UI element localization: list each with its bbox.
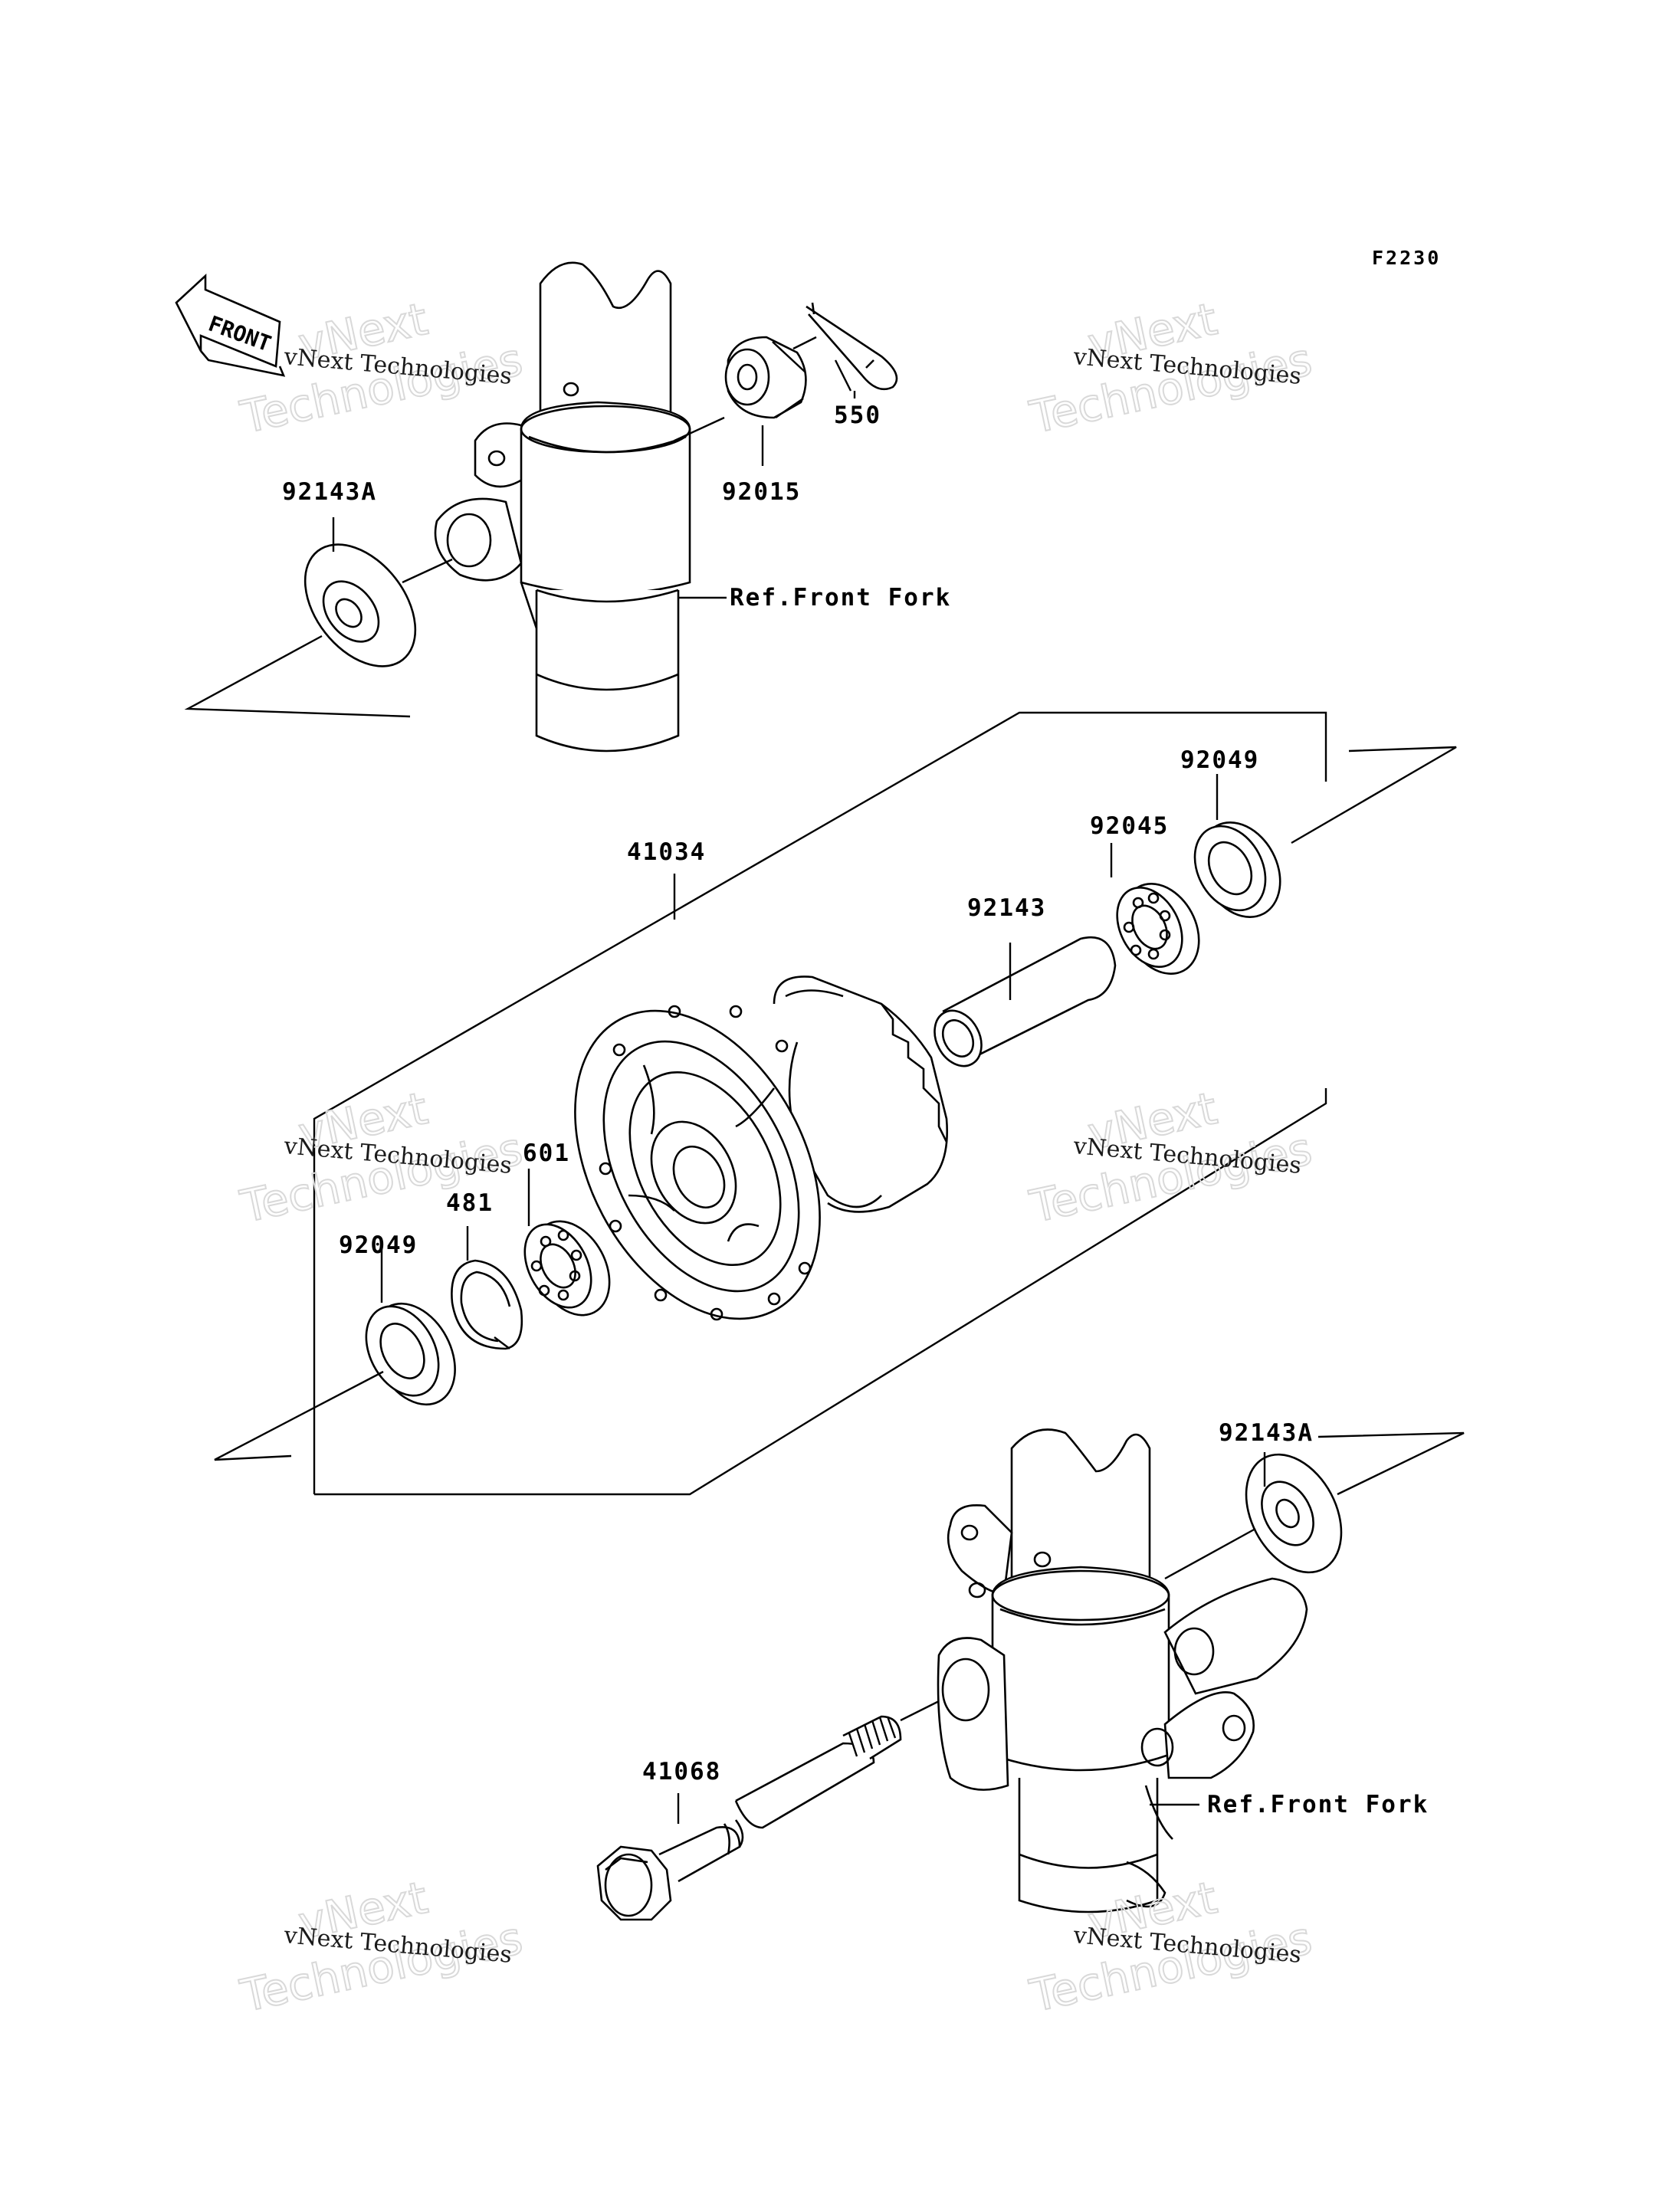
label-481: 481 bbox=[446, 1189, 494, 1217]
watermark-bottom-left: vNext Technologies vNext Technologies bbox=[235, 1871, 528, 2023]
front-fork-upper-drawing bbox=[434, 261, 691, 753]
watermark-top-right: vNext Technologies vNext Technologies bbox=[1025, 292, 1317, 444]
label-92143A-lower: 92143A bbox=[1219, 1419, 1314, 1447]
label-92049-left: 92049 bbox=[339, 1231, 418, 1259]
seal-left-drawing bbox=[365, 1302, 456, 1406]
label-92045: 92045 bbox=[1090, 812, 1169, 840]
label-550: 550 bbox=[834, 402, 881, 429]
label-ref-front-fork-lower: Ref.Front Fork bbox=[1207, 1791, 1429, 1818]
spacer-tube-drawing bbox=[934, 936, 1117, 1067]
label-41034: 41034 bbox=[627, 838, 706, 866]
label-92143: 92143 bbox=[967, 894, 1046, 922]
collar-upper-drawing bbox=[304, 543, 417, 667]
axle-nut-drawing bbox=[724, 336, 807, 419]
label-92015: 92015 bbox=[722, 478, 801, 506]
label-41068: 41068 bbox=[642, 1758, 721, 1785]
circlip-drawing bbox=[451, 1259, 523, 1350]
seal-right-drawing bbox=[1193, 821, 1281, 918]
collar-lower-drawing bbox=[1245, 1453, 1343, 1574]
bearing-right-drawing bbox=[1116, 883, 1200, 975]
front-fork-lower-drawing bbox=[937, 1428, 1308, 1913]
label-92049-right: 92049 bbox=[1180, 746, 1259, 774]
watermark-mid-right: vNext Technologies vNext Technologies bbox=[1025, 1081, 1317, 1234]
wheel-hub-drawing bbox=[574, 976, 948, 1321]
label-ref-front-fork-upper: Ref.Front Fork bbox=[730, 584, 951, 612]
bearing-left-drawing bbox=[523, 1220, 611, 1317]
axle-bolt-drawing bbox=[596, 1715, 902, 1921]
cotter-pin-drawing bbox=[806, 302, 898, 391]
label-92143A-upper: 92143A bbox=[282, 478, 377, 506]
figure-code: F2230 bbox=[1372, 247, 1441, 269]
front-arrow-icon: FRONT bbox=[175, 274, 286, 377]
label-601: 601 bbox=[523, 1139, 570, 1167]
